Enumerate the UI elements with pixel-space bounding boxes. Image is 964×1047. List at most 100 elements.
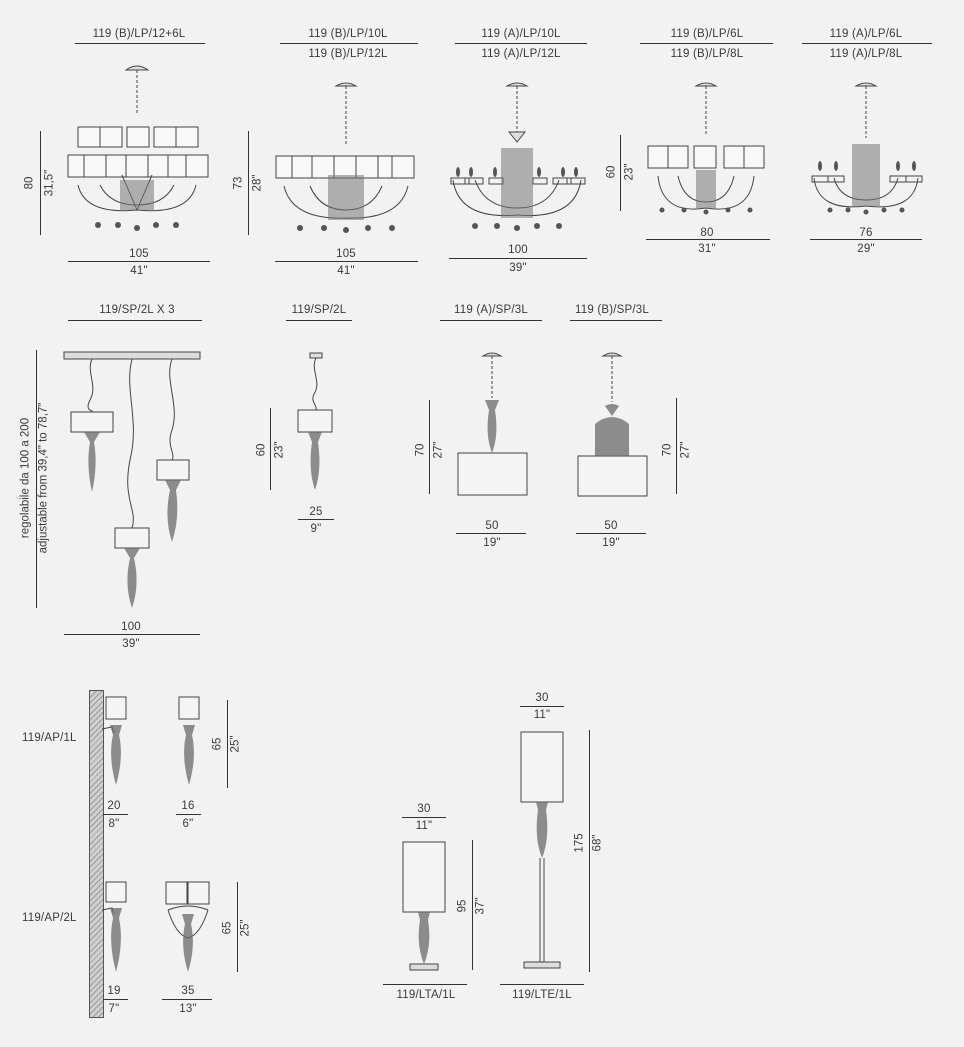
height-in: 25": [239, 919, 252, 937]
chandelier-a-10-12-drawing: [450, 82, 586, 231]
height-cm: 65: [211, 737, 224, 751]
suspension-b-3l-drawing: [577, 352, 648, 497]
height-in: 28": [251, 174, 264, 192]
width-in: 13": [179, 1003, 197, 1015]
width-in: 19": [602, 537, 620, 549]
width-cm: 105: [336, 248, 356, 260]
width-dimension-line: [275, 261, 418, 262]
width-in: 6": [182, 818, 194, 830]
width-in: 41": [130, 265, 148, 277]
height-dimension-line: [472, 840, 473, 970]
model-code: 119/AP/2L: [22, 912, 77, 924]
title-rule: [75, 43, 205, 44]
chandelier-b-6-8-drawing: [647, 82, 765, 215]
height-cm: 60: [605, 165, 618, 179]
height-in: 68": [591, 834, 604, 852]
model-code: 119/SP/2L: [291, 304, 347, 316]
height-in: 25": [229, 735, 242, 753]
wall-lamp-1l-side-drawing: [101, 696, 127, 785]
title-rule: [570, 320, 662, 321]
height-note-it: regolabile da 100 a 200: [19, 417, 32, 539]
wall-section: [89, 690, 104, 1018]
chandelier-a-6-8-drawing: [811, 82, 923, 215]
title-rule: [68, 320, 202, 321]
chandelier-b-10-12-drawing: [275, 82, 415, 233]
width-in: 41": [337, 265, 355, 277]
model-code-primary: 119 (A)/LP/6L: [829, 28, 903, 40]
depth-cm: 20: [107, 800, 121, 812]
table-lamp-drawing: [402, 841, 446, 971]
width-dimension-line: [520, 706, 564, 707]
height-dimension-line: [40, 131, 41, 235]
width-dimension-line: [646, 239, 770, 240]
wall-lamp-2l-side-drawing: [101, 881, 127, 972]
height-dimension-line: [237, 882, 238, 972]
height-cm: 70: [661, 443, 674, 457]
height-note-en: adjustable from 39,4" to 78,7": [37, 402, 50, 554]
title-rule: [500, 984, 584, 985]
width-in: 19": [483, 537, 501, 549]
width-dimension-line: [810, 239, 922, 240]
title-rule: [383, 984, 467, 985]
model-code-secondary: 119 (B)/LP/8L: [670, 48, 744, 60]
width-cm: 50: [485, 520, 499, 532]
suspension-2l-x3-drawing: [63, 351, 201, 608]
floor-lamp-drawing: [520, 731, 564, 969]
height-in: 23": [623, 163, 636, 181]
height-cm: 95: [456, 899, 469, 913]
width-dimension-line: [402, 817, 446, 818]
height-cm: 65: [221, 921, 234, 935]
height-cm: 80: [23, 176, 36, 190]
width-in: 11": [533, 709, 551, 721]
depth-cm: 19: [107, 985, 121, 997]
height-in: 27": [432, 441, 445, 459]
width-dimension-line: [298, 519, 334, 520]
depth-in: 7": [108, 1003, 120, 1015]
height-dimension-line: [429, 400, 430, 494]
height-in: 23": [273, 441, 286, 459]
chandelier-b-12-6-drawing: [67, 65, 209, 231]
depth-dimension-line: [103, 814, 128, 815]
height-in: 37": [474, 897, 487, 915]
height-dimension-line: [36, 350, 37, 608]
depth-in: 8": [108, 818, 120, 830]
title-rule: [440, 320, 542, 321]
width-cm: 30: [417, 803, 431, 815]
width-dimension-line: [456, 533, 526, 534]
width-cm: 35: [181, 985, 195, 997]
width-dimension-line: [449, 258, 587, 259]
model-code-primary: 119 (A)/LP/10L: [481, 28, 561, 40]
width-dimension-line: [176, 814, 201, 815]
width-dimension-line: [576, 533, 646, 534]
height-dimension-line: [227, 700, 228, 788]
title-rule: [280, 43, 418, 44]
width-in: 39": [509, 262, 527, 274]
width-cm: 25: [309, 506, 323, 518]
height-in: 31,5": [43, 169, 56, 197]
height-cm: 175: [573, 833, 586, 853]
suspension-a-3l-drawing: [457, 352, 528, 496]
width-in: 11": [415, 820, 433, 832]
model-code-secondary: 119 (A)/LP/12L: [481, 48, 561, 60]
model-code-secondary: 119 (A)/LP/8L: [829, 48, 903, 60]
width-dimension-line: [68, 261, 210, 262]
model-code-secondary: 119 (B)/LP/12L: [308, 48, 388, 60]
model-code: 119 (B)/SP/3L: [575, 304, 649, 316]
model-code: 119/LTA/1L: [396, 989, 456, 1001]
model-code: 119/SP/2L X 3: [99, 304, 175, 316]
width-dimension-line: [162, 999, 212, 1000]
width-dimension-line: [64, 634, 200, 635]
width-cm: 16: [181, 800, 195, 812]
model-code: 119/LTE/1L: [512, 989, 572, 1001]
height-cm: 60: [255, 443, 268, 457]
height-dimension-line: [589, 730, 590, 972]
width-cm: 105: [129, 248, 149, 260]
model-code: 119 (A)/SP/3L: [454, 304, 528, 316]
height-dimension-line: [270, 408, 271, 490]
model-code-primary: 119 (B)/LP/10L: [308, 28, 388, 40]
height-dimension-line: [620, 135, 621, 211]
height-dimension-line: [248, 131, 249, 235]
wall-lamp-2l-front-drawing: [165, 881, 210, 972]
model-code: 119 (B)/LP/12+6L: [92, 28, 186, 40]
model-code-primary: 119 (B)/LP/6L: [670, 28, 744, 40]
